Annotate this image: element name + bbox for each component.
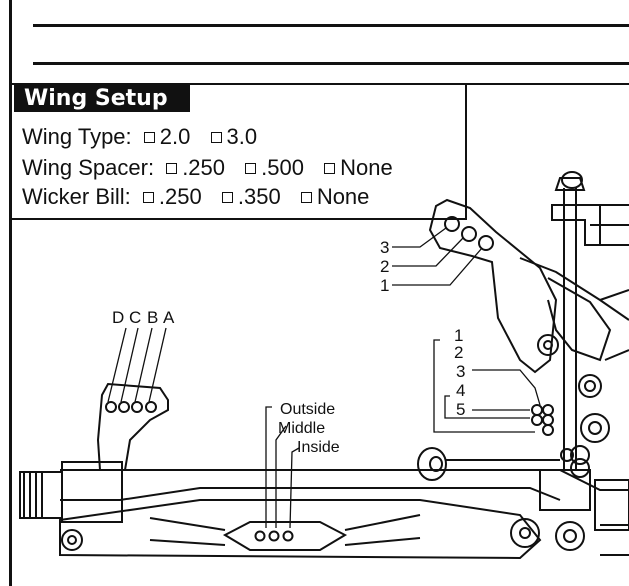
wicker-bill-label: Wicker Bill: — [22, 184, 131, 209]
chassis-slot — [222, 521, 348, 551]
mount-hole-3 — [444, 216, 460, 232]
wicker-bill-350-label: .350 — [237, 184, 281, 209]
mount-hole-1 — [478, 235, 494, 251]
wing-spacer-row: Wing Spacer: .250 .500 None — [22, 155, 401, 181]
wing-spacer-250-label: .250 — [182, 155, 226, 180]
wing-hole-a — [145, 401, 157, 413]
wing-spacer-500-checkbox[interactable] — [245, 162, 257, 174]
wicker-bill-250-label: .250 — [158, 184, 202, 209]
chassis-hole-inside — [282, 530, 294, 542]
wing-setup-box — [11, 83, 467, 220]
link-label-4: 4 — [456, 381, 465, 400]
wing-type-row: Wing Type: 2.0 3.0 — [22, 124, 265, 150]
wing-hole-label-b: B — [147, 308, 158, 327]
link-label-2: 2 — [454, 343, 463, 362]
right-line — [465, 83, 629, 85]
link-label-3: 3 — [456, 362, 465, 381]
wing-type-3-checkbox[interactable] — [210, 131, 222, 143]
mount-label-2: 2 — [380, 257, 389, 276]
chassis-label-outside: Outside — [280, 401, 335, 418]
mount-label-1: 1 — [380, 276, 389, 295]
rear-plate — [96, 382, 169, 471]
vertical-post — [563, 188, 577, 470]
wicker-bill-none-checkbox[interactable] — [300, 191, 312, 203]
chassis-hole-middle — [268, 530, 280, 542]
wing-hole-label-d: D — [112, 308, 124, 327]
wing-hole-c — [118, 401, 130, 413]
link-hole-top — [531, 404, 543, 416]
header-line-bottom — [33, 62, 629, 65]
wing-spacer-500-label: .500 — [261, 155, 304, 180]
wing-hole-label-c: C — [129, 308, 141, 327]
wicker-bill-250-checkbox[interactable] — [142, 191, 154, 203]
wing-spacer-none-label: None — [340, 155, 393, 180]
left-border — [9, 0, 12, 586]
wing-hole-d — [105, 401, 117, 413]
link-hole-bottom — [542, 424, 554, 436]
lower-arm — [59, 499, 542, 560]
wing-hole-label-a: A — [163, 308, 175, 327]
wicker-bill-none-label: None — [316, 184, 370, 209]
wing-spacer-label: Wing Spacer: — [22, 155, 155, 180]
wing-spacer-none-checkbox[interactable] — [324, 162, 336, 174]
chassis-label-middle: Middle — [278, 420, 325, 437]
link-label-1: 1 — [454, 326, 463, 345]
link-label-5: 5 — [456, 400, 465, 419]
header-line-top — [33, 24, 629, 27]
wing-type-label: Wing Type: — [22, 124, 132, 149]
wing-type-2-label: 2.0 — [159, 124, 191, 149]
wicker-bill-350-checkbox[interactable] — [221, 191, 233, 203]
wing-type-2-checkbox[interactable] — [143, 131, 155, 143]
post-top-cap — [561, 171, 583, 189]
chassis-label-inside: Inside — [297, 439, 340, 456]
wicker-bill-row: Wicker Bill: .250 .350 None — [22, 184, 377, 210]
wing-type-3-label: 3.0 — [226, 124, 258, 149]
main-arm — [60, 469, 629, 491]
mount-label-3: 3 — [380, 238, 389, 257]
section-title: Wing Setup — [14, 85, 190, 112]
wing-spacer-250-checkbox[interactable] — [166, 162, 178, 174]
chassis-hole-outside — [254, 530, 266, 542]
wing-hole-b — [131, 401, 143, 413]
mount-hole-2 — [461, 226, 477, 242]
